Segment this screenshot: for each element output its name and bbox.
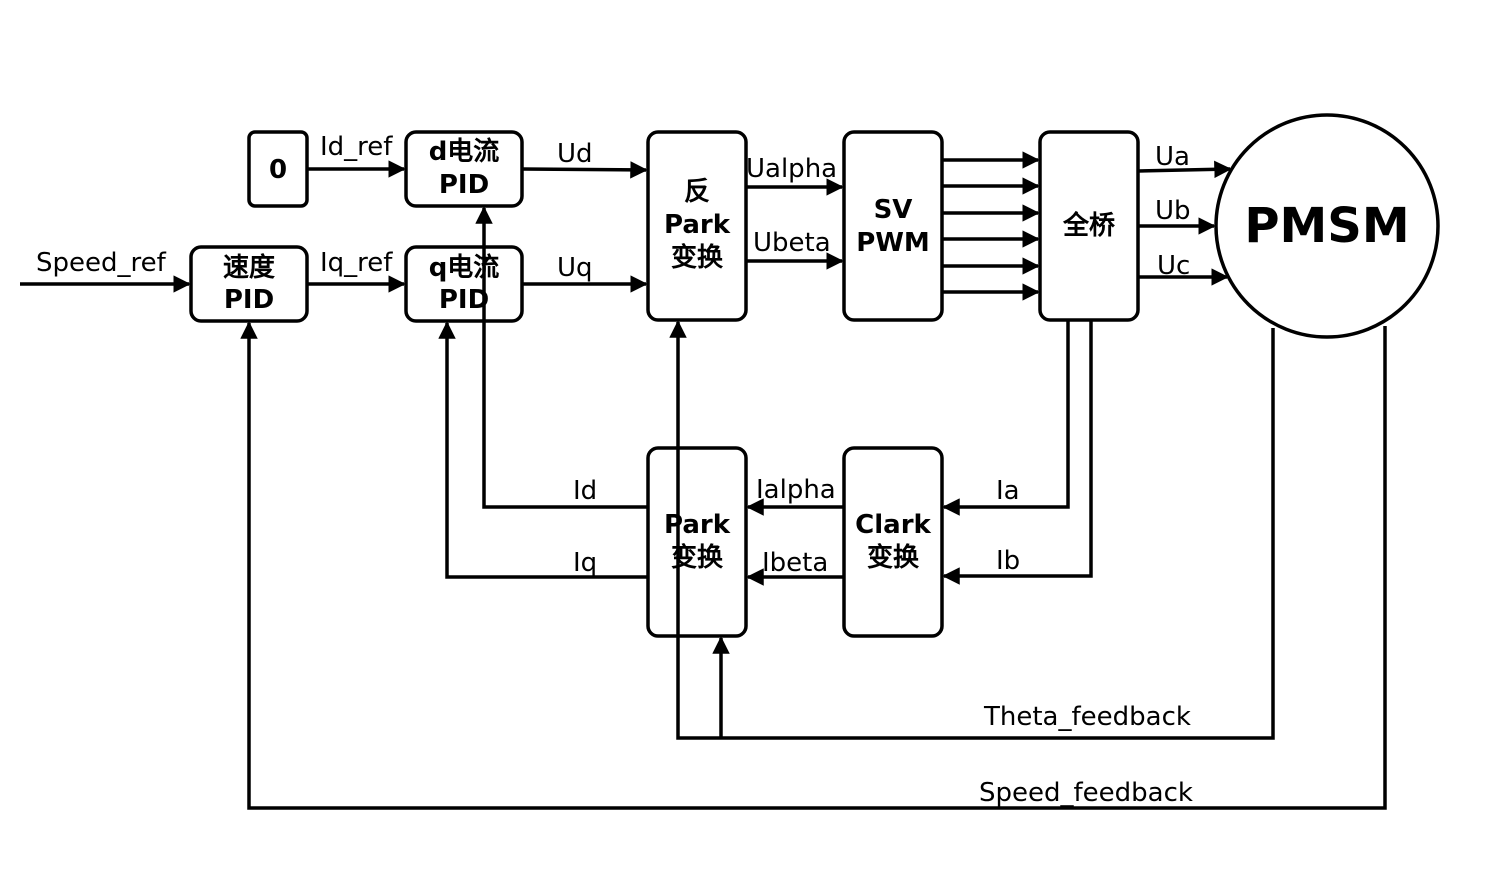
speed-pid-subtitle: PID xyxy=(224,285,274,315)
ialpha-label: Ialpha xyxy=(756,475,836,505)
ualpha-label: Ualpha xyxy=(746,154,837,184)
clark-block: Clark 变换 xyxy=(842,446,944,638)
full-bridge-label: 全桥 xyxy=(1062,210,1116,241)
ib-wire xyxy=(942,320,1093,585)
q-current-pid-subtitle: PID xyxy=(439,285,489,315)
park-line2: 变换 xyxy=(671,542,724,573)
iq-label: Iq xyxy=(573,548,597,578)
iq-feedback-wire xyxy=(438,321,648,579)
ud-label: Ud xyxy=(557,139,593,169)
svpwm-line1: SV xyxy=(874,195,913,225)
iq-ref-label: Iq_ref xyxy=(320,248,393,278)
ub-label: Ub xyxy=(1155,196,1191,226)
ud-wire xyxy=(521,161,648,179)
uq-label: Uq xyxy=(557,253,593,283)
clark-line1: Clark xyxy=(855,510,931,540)
speed-pid-title: 速度 xyxy=(223,252,275,283)
speed-pid-block: 速度 PID xyxy=(189,245,309,323)
uc-label: Uc xyxy=(1157,251,1190,281)
pmsm-motor: PMSM xyxy=(1214,113,1440,339)
ia-wire xyxy=(942,320,1070,516)
zero-block-label: 0 xyxy=(269,155,287,185)
clark-line2: 变换 xyxy=(867,542,920,573)
inverse-park-line1: 反 xyxy=(684,177,710,207)
full-bridge-block: 全桥 xyxy=(1038,130,1140,322)
ubeta-label: Ubeta xyxy=(753,228,831,258)
id-label: Id xyxy=(573,476,597,506)
inverse-park-block: 反 Park 变换 xyxy=(646,130,748,322)
ib-label: Ib xyxy=(996,546,1020,576)
park-block: Park 变换 xyxy=(646,446,748,638)
speed-feedback-wire xyxy=(240,321,1387,810)
park-line1: Park xyxy=(664,510,731,540)
pmsm-label: PMSM xyxy=(1244,198,1409,254)
ua-label: Ua xyxy=(1155,142,1190,172)
inverse-park-line2: Park xyxy=(664,210,731,240)
ia-label: Ia xyxy=(996,476,1020,506)
speed-ref-label: Speed_ref xyxy=(36,248,167,278)
d-current-pid-title: d电流 xyxy=(429,137,500,167)
zero-block: 0 xyxy=(247,130,309,208)
d-current-pid-subtitle: PID xyxy=(439,170,489,200)
svpwm-block: SV PWM xyxy=(842,130,944,322)
d-current-pid-block: d电流 PID xyxy=(404,130,524,208)
ua-wire xyxy=(1137,160,1232,179)
svpwm-line2: PWM xyxy=(856,228,930,258)
theta-feedback-label: Theta_feedback xyxy=(983,702,1191,732)
q-current-pid-title: q电流 xyxy=(429,253,500,283)
id-feedback-wire xyxy=(475,206,648,509)
id-ref-label: Id_ref xyxy=(320,132,393,162)
speed-feedback-label: Speed_feedback xyxy=(979,778,1193,808)
q-current-pid-block: q电流 PID xyxy=(404,245,524,323)
ibeta-label: Ibeta xyxy=(762,548,828,578)
theta-feedback-wire xyxy=(669,320,1275,740)
inverse-park-line3: 变换 xyxy=(671,242,724,273)
